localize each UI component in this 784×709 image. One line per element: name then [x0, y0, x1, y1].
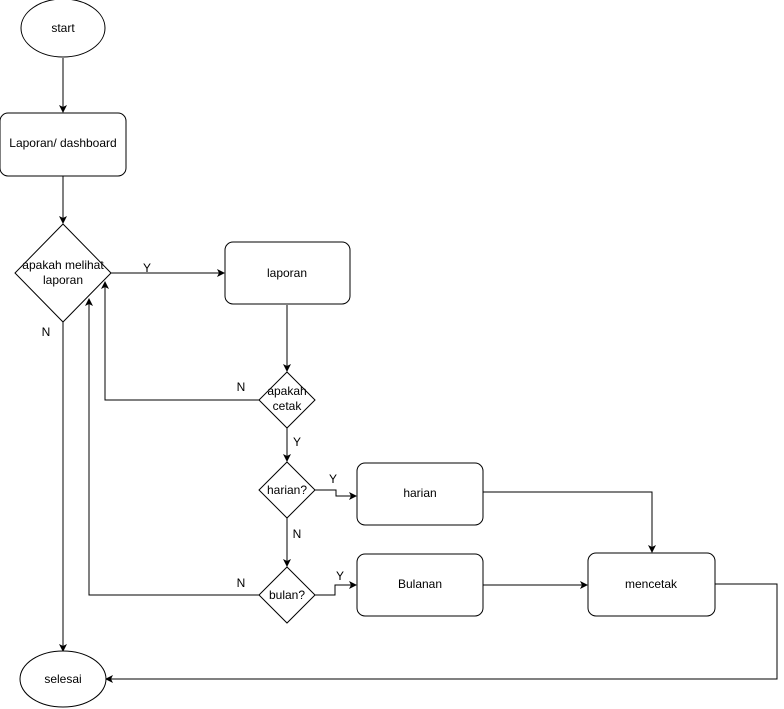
node-harian-q-label: harian?	[267, 483, 307, 497]
node-dashboard[interactable]: Laporan/ dashboard	[0, 112, 127, 177]
edge-label-melihat-no: N	[42, 325, 51, 339]
node-bulan-q-label: bulan?	[269, 588, 305, 602]
node-mencetak-label: mencetak	[625, 577, 678, 591]
edge-mencetak-to-selesai	[105, 583, 778, 683]
edge-label-cetak-yes: Y	[293, 435, 301, 449]
node-harian-label: harian	[403, 486, 436, 500]
edge-label-melihat-yes: Y	[143, 261, 151, 275]
node-selesai[interactable]: selesai	[19, 650, 107, 708]
node-start[interactable]: start	[20, 0, 106, 58]
edge-bulan-q-to-bulanan	[315, 581, 357, 596]
edge-label-harian-yes: Y	[329, 472, 337, 486]
node-cetak-label-line2: cetak	[273, 399, 303, 413]
edge-label-cetak-no: N	[237, 380, 246, 394]
node-bulan-decision[interactable]: bulan?	[258, 566, 316, 624]
node-dashboard-label: Laporan/ dashboard	[9, 136, 116, 150]
edge-cetak-to-melihat	[101, 281, 259, 401]
edge-bulan-q-to-melihat	[85, 298, 259, 596]
node-cetak-decision[interactable]: apakah cetak	[258, 371, 316, 429]
node-cetak-label-line1: apakah	[267, 384, 306, 398]
node-laporan-label: laporan	[267, 266, 307, 280]
node-mencetak[interactable]: mencetak	[587, 552, 716, 617]
node-harian[interactable]: harian	[356, 462, 484, 526]
node-melihat-label-line2: laporan	[43, 273, 83, 287]
node-bulanan[interactable]: Bulanan	[356, 553, 484, 617]
node-melihat-label-line1: apakah melihat	[22, 258, 104, 272]
node-laporan[interactable]: laporan	[224, 241, 351, 305]
edge-labels: Y N N Y Y N N Y	[42, 261, 344, 590]
edge-harian-q-to-harian	[315, 489, 357, 500]
edge-label-bulan-no: N	[237, 576, 246, 590]
edge-label-bulan-yes: Y	[336, 569, 344, 583]
node-bulanan-label: Bulanan	[398, 577, 442, 591]
node-harian-decision[interactable]: harian?	[258, 461, 316, 519]
node-melihat-decision[interactable]: apakah melihat laporan	[14, 223, 112, 323]
node-start-label: start	[51, 21, 75, 35]
edge-harian-to-mencetak	[483, 491, 656, 553]
node-selesai-label: selesai	[44, 672, 81, 686]
edge-label-harian-no: N	[293, 527, 302, 541]
edges	[59, 58, 778, 683]
